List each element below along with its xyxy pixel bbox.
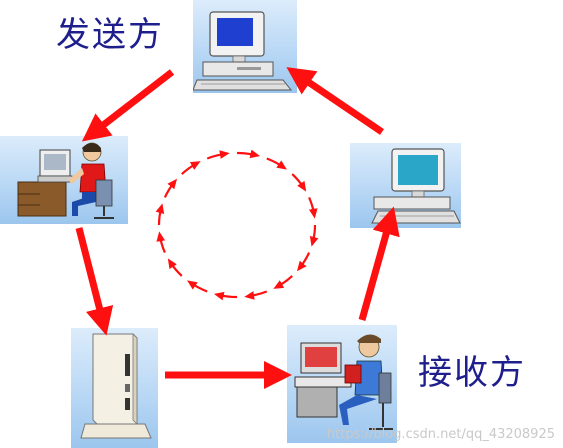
dashed-cycle-arrows bbox=[155, 149, 319, 301]
cycle-arrow-segment bbox=[291, 173, 307, 192]
cycle-arrow-segment bbox=[187, 280, 208, 293]
cycle-arrow-segment bbox=[155, 203, 165, 226]
cycle-arrow-segment bbox=[308, 196, 318, 219]
cycle-arrow-segment bbox=[236, 149, 261, 159]
cycle-arrow-segment bbox=[213, 291, 238, 301]
modem-node bbox=[71, 328, 158, 448]
cycle-arrow-segment bbox=[273, 275, 293, 289]
cycle-arrow-segment bbox=[266, 157, 287, 170]
modem-tower-icon bbox=[80, 333, 152, 439]
receiver-computer-node bbox=[350, 143, 461, 228]
watermark: https://blog.csdn.net/qq_43208925 bbox=[326, 427, 555, 442]
arrow-receiver-to-computer bbox=[358, 206, 400, 321]
user-at-computer-icon bbox=[17, 142, 114, 219]
arrow-computer-to-top bbox=[286, 67, 384, 135]
cycle-arrow-segment bbox=[181, 161, 201, 175]
cycle-arrow-segment bbox=[309, 224, 319, 247]
sender-computer-node bbox=[193, 0, 297, 93]
receiver-user-node bbox=[287, 325, 397, 443]
sender-label: 发送方 bbox=[56, 15, 164, 55]
receiver-label: 接收方 bbox=[418, 353, 526, 393]
arrow-computer-to-sender bbox=[81, 69, 175, 142]
cycle-arrow-segment bbox=[156, 231, 166, 254]
cycle-arrow-segment bbox=[296, 252, 311, 272]
user-reading-at-computer-icon bbox=[294, 334, 393, 430]
desktop-computer-icon bbox=[193, 11, 293, 91]
cycle-arrow-segment bbox=[167, 258, 183, 277]
sender-user-node bbox=[0, 136, 128, 224]
cycle-arrow-segment bbox=[244, 290, 268, 300]
cycle-arrow-segment bbox=[206, 150, 230, 160]
arrow-sender-to-modem bbox=[75, 227, 114, 336]
cycle-arrow-segment bbox=[163, 178, 178, 198]
